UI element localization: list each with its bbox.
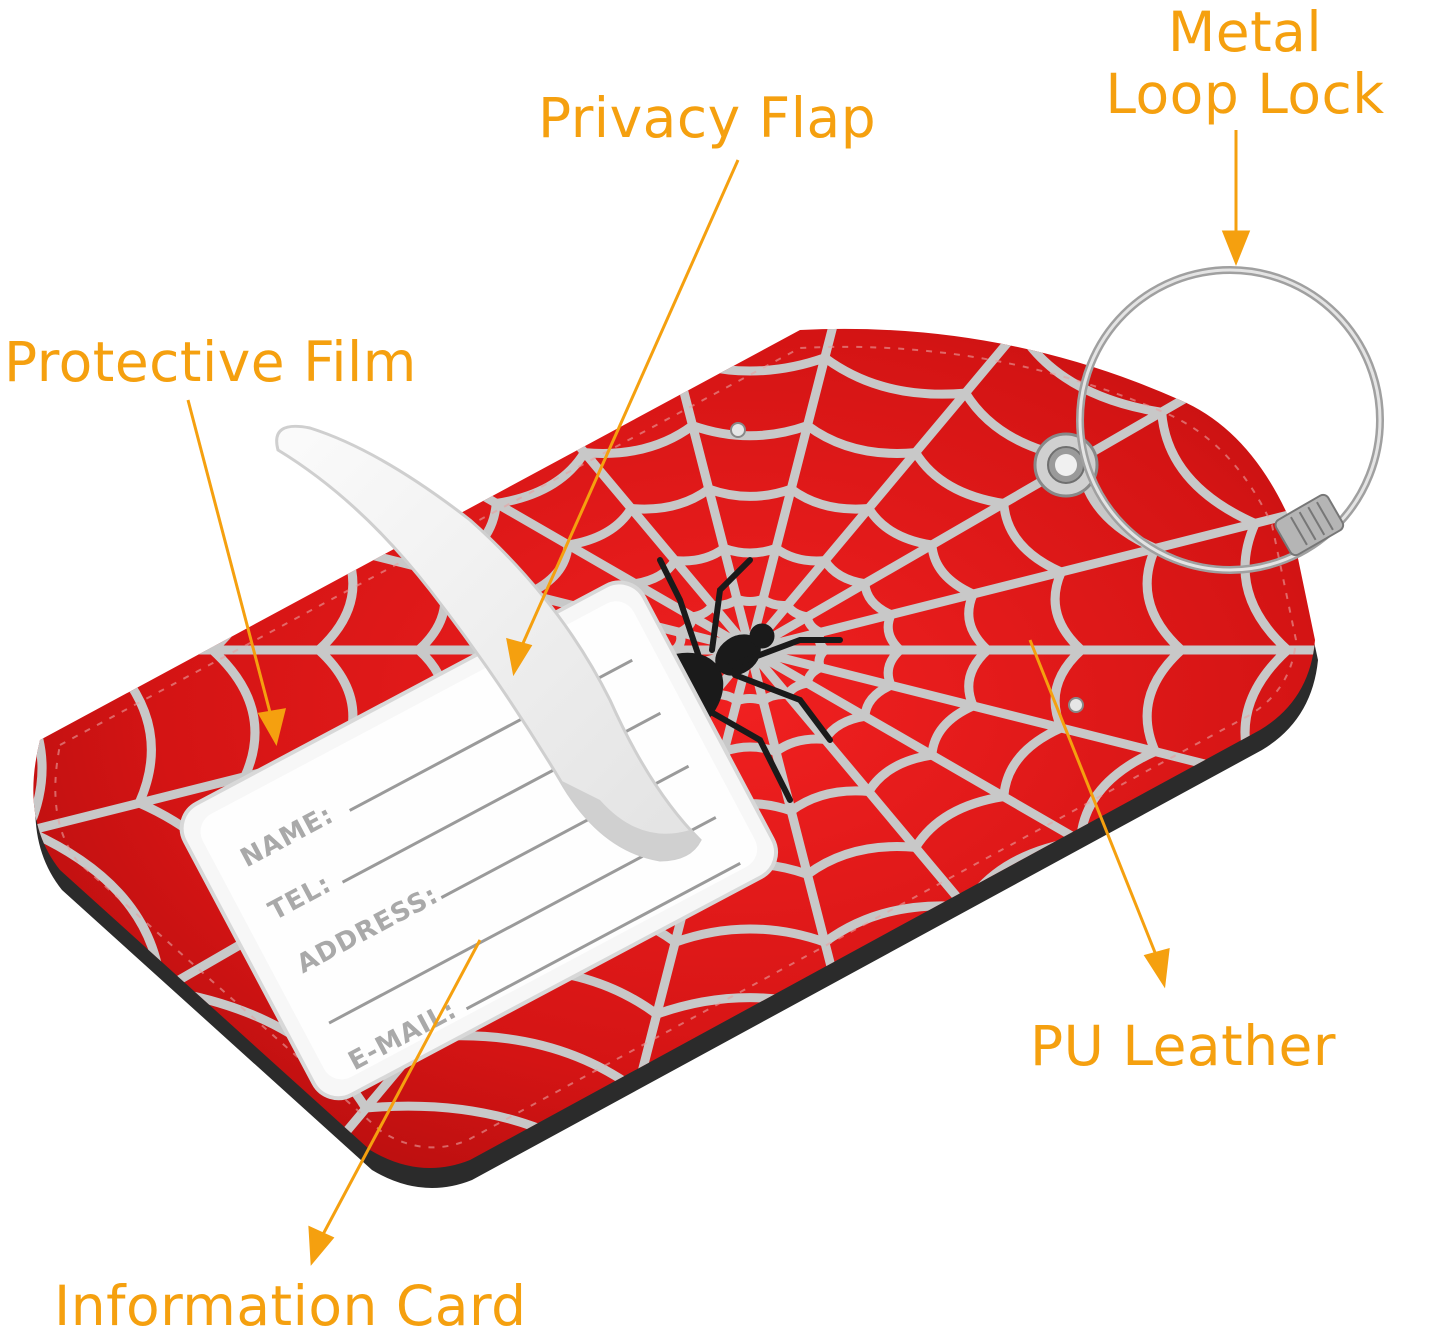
label-metal-loop-lock-line1: Metal bbox=[1167, 0, 1323, 64]
arrow-metal-loop bbox=[1221, 230, 1251, 267]
label-protective-film: Protective Film bbox=[4, 330, 417, 394]
label-metal-loop-lock: Metal Loop Lock bbox=[1085, 0, 1405, 126]
callout-arrows bbox=[186, 130, 1251, 1266]
label-pu-leather: PU Leather bbox=[1030, 1014, 1336, 1078]
privacy-flap bbox=[275, 424, 702, 862]
wire-loop-icon bbox=[1076, 266, 1384, 574]
label-information-card: Information Card bbox=[54, 1274, 527, 1336]
arrow-information-card bbox=[308, 1225, 335, 1266]
rivet-top bbox=[730, 422, 746, 438]
label-metal-loop-lock-line2: Loop Lock bbox=[1105, 61, 1385, 126]
arrow-pu-leather bbox=[1143, 947, 1170, 989]
label-privacy-flap: Privacy Flap bbox=[538, 86, 877, 150]
arrow-protective-film bbox=[257, 708, 287, 746]
web-ring bbox=[412, 420, 1086, 880]
arrow-privacy-flap bbox=[506, 637, 533, 677]
rivet-bottom bbox=[1068, 697, 1084, 713]
